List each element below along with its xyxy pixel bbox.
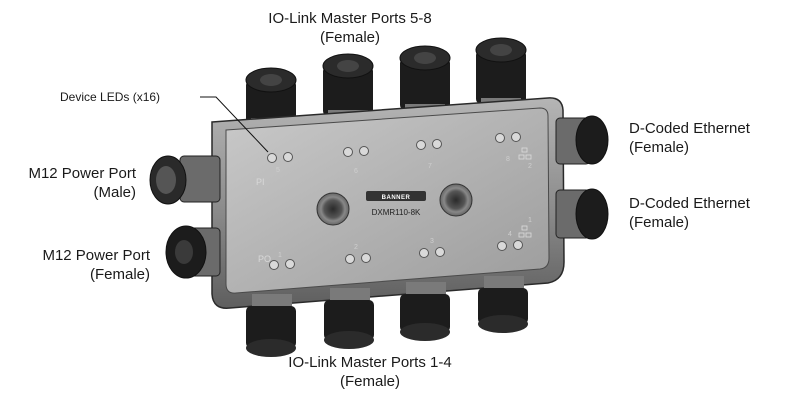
led [269,260,279,270]
port-number-1: 1 [278,252,282,259]
led [361,253,371,263]
bottom-ports-label: IO-Link Master Ports 1-4 (Female) [260,353,480,391]
device-leds-leader-line [200,96,269,153]
port-number-3: 3 [430,238,434,245]
ethernet-lower-label-line1: D-Coded Ethernet [629,195,750,212]
led [285,259,295,269]
led-group-1 [269,259,295,270]
network-icon [518,225,532,238]
bottom-ports [246,276,528,357]
led [513,240,523,250]
port-5-connector [245,67,297,134]
bottom-ports-label-line2: (Female) [339,373,400,390]
led-group-4 [497,240,523,251]
port-number-2: 2 [354,244,358,251]
mounting-hole-right [439,183,473,217]
led [359,146,369,156]
ethernet-upper-connector [555,115,609,165]
led-group-7 [416,139,442,150]
port-number-5: 5 [276,167,280,174]
led [416,140,426,150]
port-4-connector [478,276,528,333]
led-group-3 [419,247,445,258]
led [343,147,353,157]
ethernet-upper-label-line1: D-Coded Ethernet [629,120,750,137]
ethernet-number-2: 2 [528,163,532,170]
power-male-label-line2: (Male) [93,184,136,201]
led-group-8 [495,132,521,143]
led-group-5 [267,152,293,163]
bottom-ports-label-line1: IO-Link Master Ports 1-4 [288,354,452,371]
power-in-label: PI [256,177,265,187]
power-female-label: M12 Power Port (Female) [10,246,150,284]
led [283,152,293,162]
led [495,133,505,143]
port-number-8: 8 [506,156,510,163]
led [435,247,445,257]
model-text: DXMR110-8K [372,208,421,217]
power-out-label: PO [258,254,271,264]
power-port-male [149,155,221,205]
port-1-connector [246,294,296,357]
top-ports-label-line1: IO-Link Master Ports 5-8 [268,10,432,27]
brand-text: BANNER [382,195,411,201]
port-number-7: 7 [428,163,432,170]
led [497,241,507,251]
power-male-label: M12 Power Port (Male) [10,164,136,202]
port-2-connector [324,288,374,349]
led [511,132,521,142]
led-group-6 [343,146,369,157]
ethernet-number-1: 1 [528,217,532,224]
led [267,153,277,163]
led [432,139,442,149]
device-leds-label: Device LEDs (x16) [60,90,161,104]
led-group-2 [345,253,371,264]
ethernet-upper-label-line2: (Female) [629,139,690,156]
led [419,248,429,258]
top-ports-label-line2: (Female) [319,29,380,46]
power-female-label-line2: (Female) [89,266,150,283]
power-male-label-line1: M12 Power Port [28,165,136,182]
port-number-6: 6 [354,168,358,175]
led [345,254,355,264]
ethernet-upper-label: D-Coded Ethernet (Female) [629,119,784,157]
power-female-label-line1: M12 Power Port [42,247,150,264]
mounting-hole-left [316,192,350,226]
port-3-connector [400,282,450,341]
top-ports-label: IO-Link Master Ports 5-8 (Female) [250,9,450,47]
port-6-connector [322,53,374,126]
ethernet-lower-connector [555,188,609,240]
power-port-female [165,225,221,279]
ethernet-lower-label-line2: (Female) [629,214,690,231]
network-icon [518,147,532,160]
brand-plate [366,191,426,201]
port-number-4: 4 [508,231,512,238]
ethernet-lower-label: D-Coded Ethernet (Female) [629,194,784,232]
